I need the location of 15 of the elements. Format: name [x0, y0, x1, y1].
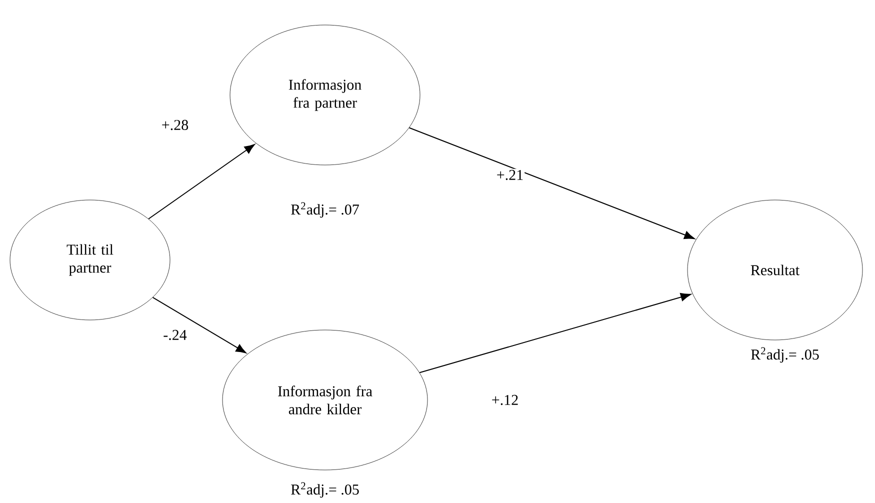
ellipse-node: Informasjon fra partner — [230, 24, 420, 166]
arrow — [148, 144, 255, 220]
coefficient-label: +.21 — [495, 168, 525, 182]
ellipse-node: Resultat — [687, 200, 863, 340]
coefficient-label: +.28 — [160, 118, 190, 132]
r-squared-label: R$^{2}$adj.= .05 — [291, 482, 359, 498]
coefficient-label: -.24 — [162, 328, 188, 342]
arrow — [419, 293, 692, 374]
ellipse-node: Informasjon fra andre kilder — [222, 330, 428, 470]
ellipse-node: Tillit til partner — [10, 200, 170, 320]
arrow — [152, 296, 246, 354]
arrow — [408, 127, 695, 240]
r-squared-label: R$^{2}$adj.= .07 — [291, 202, 359, 218]
coefficient-label: +.12 — [490, 394, 520, 406]
r-squared-label: R$^{2}$adj.= .05 — [751, 347, 819, 363]
